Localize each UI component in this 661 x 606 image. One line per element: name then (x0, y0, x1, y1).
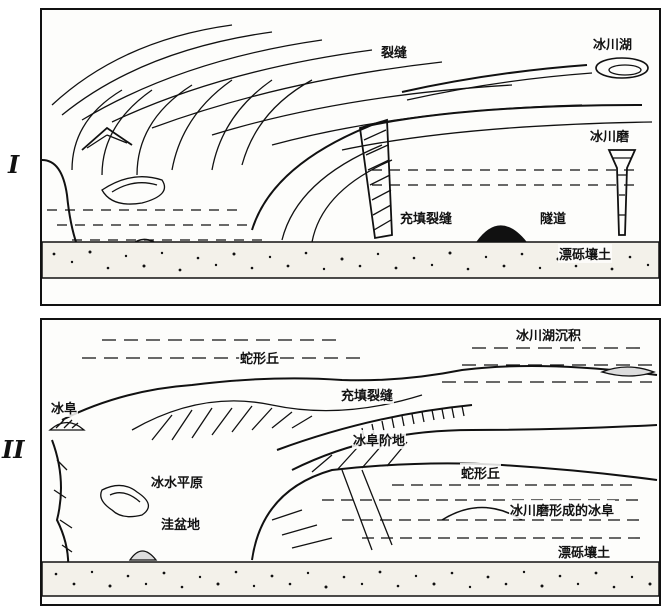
panel-1-numeral: I (8, 150, 20, 179)
label-filled-crevasse: 充填裂缝 (399, 208, 454, 227)
label-outwash-plain: 冰水平原 (150, 472, 205, 491)
label-esker-upper: 蛇形丘 (239, 348, 281, 367)
label-crevasse: 裂缝 (380, 42, 409, 61)
panel-2-drawing (42, 339, 659, 597)
label-filled-crevasse: 充填裂缝 (340, 385, 395, 404)
label-glacier-lake: 冰川湖 (592, 34, 634, 53)
label-till: 漂砾壤土 (557, 542, 612, 561)
panel-1-drawing (42, 24, 659, 279)
label-kettle: 洼盆地 (160, 514, 202, 533)
label-lake-deposit: 冰川湖沉积 (515, 325, 583, 344)
panel-2-numeral: II (2, 435, 25, 464)
label-esker-lower: 蛇形丘 (460, 463, 502, 482)
label-kame-terrace: 冰阜阶地 (352, 430, 407, 449)
label-kame: 冰阜 (50, 398, 79, 417)
panel-glacier-retreated: 冰川湖沉积 蛇形丘 充填裂缝 冰阜 冰阜阶地 冰水平原 蛇形丘 洼盆地 冰川磨形… (40, 318, 661, 606)
label-till: 漂砾壤土 (558, 244, 613, 263)
panel-glacier-active: 裂缝 冰川湖 冰川磨 充填裂缝 隧道 漂砾壤土 (40, 8, 661, 306)
label-tunnel: 隧道 (539, 208, 568, 227)
label-moulin-kame: 冰川磨形成的冰阜 (509, 500, 616, 519)
label-moulin: 冰川磨 (589, 126, 631, 145)
